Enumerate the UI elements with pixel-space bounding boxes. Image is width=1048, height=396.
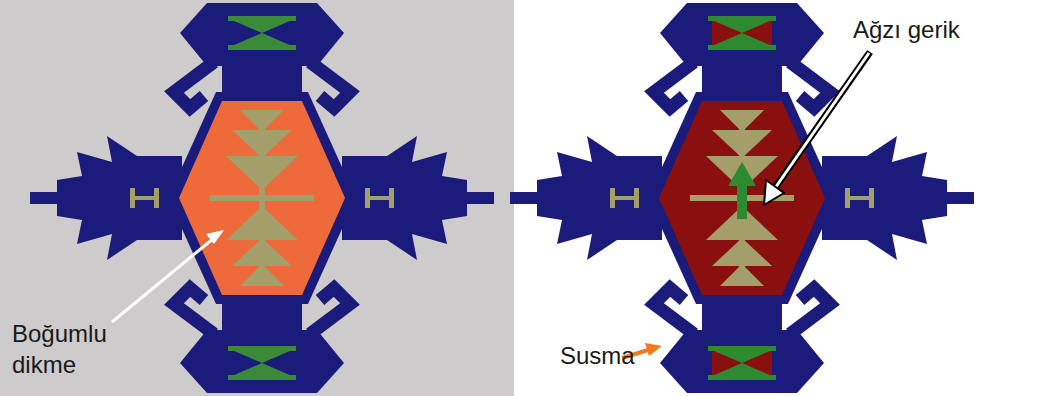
- callout-label: Boğumlu dikme: [12, 318, 152, 380]
- callout-label-box: Boğumlu dikme: [12, 318, 152, 380]
- leader-white: [112, 230, 224, 322]
- callout-label-box: Susma: [560, 340, 635, 371]
- callout-label-box: Ağzı gerik: [853, 14, 960, 45]
- callout-label: Ağzı gerik: [853, 14, 960, 45]
- leader-black: [764, 52, 870, 205]
- green-arrow: [728, 162, 756, 219]
- callout-label: Susma: [560, 340, 635, 371]
- gray-panel: [0, 0, 514, 396]
- kilim-motif: [510, 3, 974, 393]
